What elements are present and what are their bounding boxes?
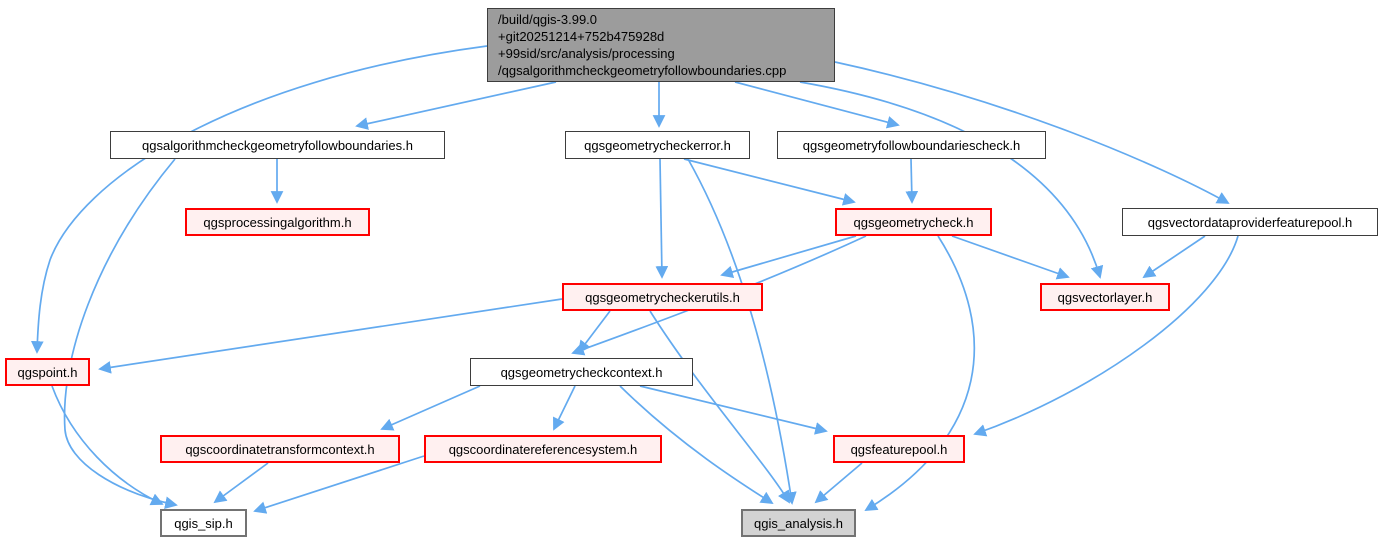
edge-err-utils — [655, 158, 669, 279]
node-qgsgeometrycheckerutils-h[interactable]: qgsgeometrycheckerutils.h — [562, 283, 763, 311]
edge-root-algo — [355, 81, 557, 130]
edge-chk-analysis — [864, 235, 976, 511]
edge-ctx-crs — [553, 385, 576, 431]
edge-crs-sip — [253, 455, 425, 514]
root-line-2: +git20251214+752b475928d — [498, 29, 665, 44]
edge-chk-utils — [720, 235, 857, 279]
node-qgspoint-h[interactable]: qgspoint.h — [5, 358, 90, 386]
edge-err-chk — [683, 158, 856, 206]
node-qgsgeometryfollowboundariescheck-h[interactable]: qgsgeometryfollowboundariescheck.h — [777, 131, 1046, 159]
root-line-1: /build/qgis-3.99.0 — [498, 12, 598, 27]
node-root-cpp-file: /build/qgis-3.99.0 +git20251214+752b4759… — [487, 8, 835, 82]
node-qgscoordinatetransformcontext-h[interactable]: qgscoordinatetransformcontext.h — [160, 435, 400, 463]
edge-root-point — [30, 45, 488, 354]
node-qgsgeometrycheckcontext-h[interactable]: qgsgeometrycheckcontext.h — [470, 358, 693, 386]
edge-root-vdfp — [834, 61, 1230, 204]
node-qgsvectorlayer-h[interactable]: qgsvectorlayer.h — [1040, 283, 1170, 311]
edge-fbc-chk — [905, 158, 919, 204]
edge-chk-vlayer — [951, 235, 1070, 280]
edge-err-analysis — [687, 158, 797, 505]
root-line-4: /qgsalgorithmcheckgeometryfollowboundari… — [498, 63, 787, 78]
edge-vdfp-vlayer — [1142, 235, 1206, 279]
edge-ctx-tctx — [380, 385, 481, 431]
root-line-3: +99sid/src/analysis/processing — [498, 46, 675, 61]
edge-ctx-analysis — [619, 385, 774, 505]
edge-root-vlayer — [799, 81, 1104, 279]
node-qgsalgorithmcheckgeometryfollowboundaries-h[interactable]: qgsalgorithmcheckgeometryfollowboundarie… — [110, 131, 445, 159]
edge-algo-sip — [63, 158, 178, 509]
edge-utils-analysis — [649, 310, 790, 504]
edge-fpool-analysis — [814, 462, 863, 504]
edge-tctx-sip — [213, 462, 269, 504]
node-qgsgeometrycheckerror-h[interactable]: qgsgeometrycheckerror.h — [565, 131, 750, 159]
node-qgsvectordataproviderfeaturepool-h[interactable]: qgsvectordataproviderfeaturepool.h — [1122, 208, 1378, 236]
edge-utils-point — [98, 298, 563, 374]
edge-root-fbc — [734, 81, 900, 129]
edge-vdfp-fpool — [973, 235, 1239, 437]
edge-point-sip — [51, 385, 164, 506]
node-qgsgeometrycheck-h[interactable]: qgsgeometrycheck.h — [835, 208, 992, 236]
node-qgsprocessingalgorithm-h[interactable]: qgsprocessingalgorithm.h — [185, 208, 370, 236]
node-qgsfeaturepool-h[interactable]: qgsfeaturepool.h — [833, 435, 965, 463]
edge-ctx-fpool — [639, 385, 828, 435]
edge-utils-ctx — [577, 310, 611, 354]
node-qgis-sip-h[interactable]: qgis_sip.h — [160, 509, 247, 537]
node-qgscoordinatereferencesystem-h[interactable]: qgscoordinatereferencesystem.h — [424, 435, 662, 463]
node-qgis-analysis-h[interactable]: qgis_analysis.h — [741, 509, 856, 537]
